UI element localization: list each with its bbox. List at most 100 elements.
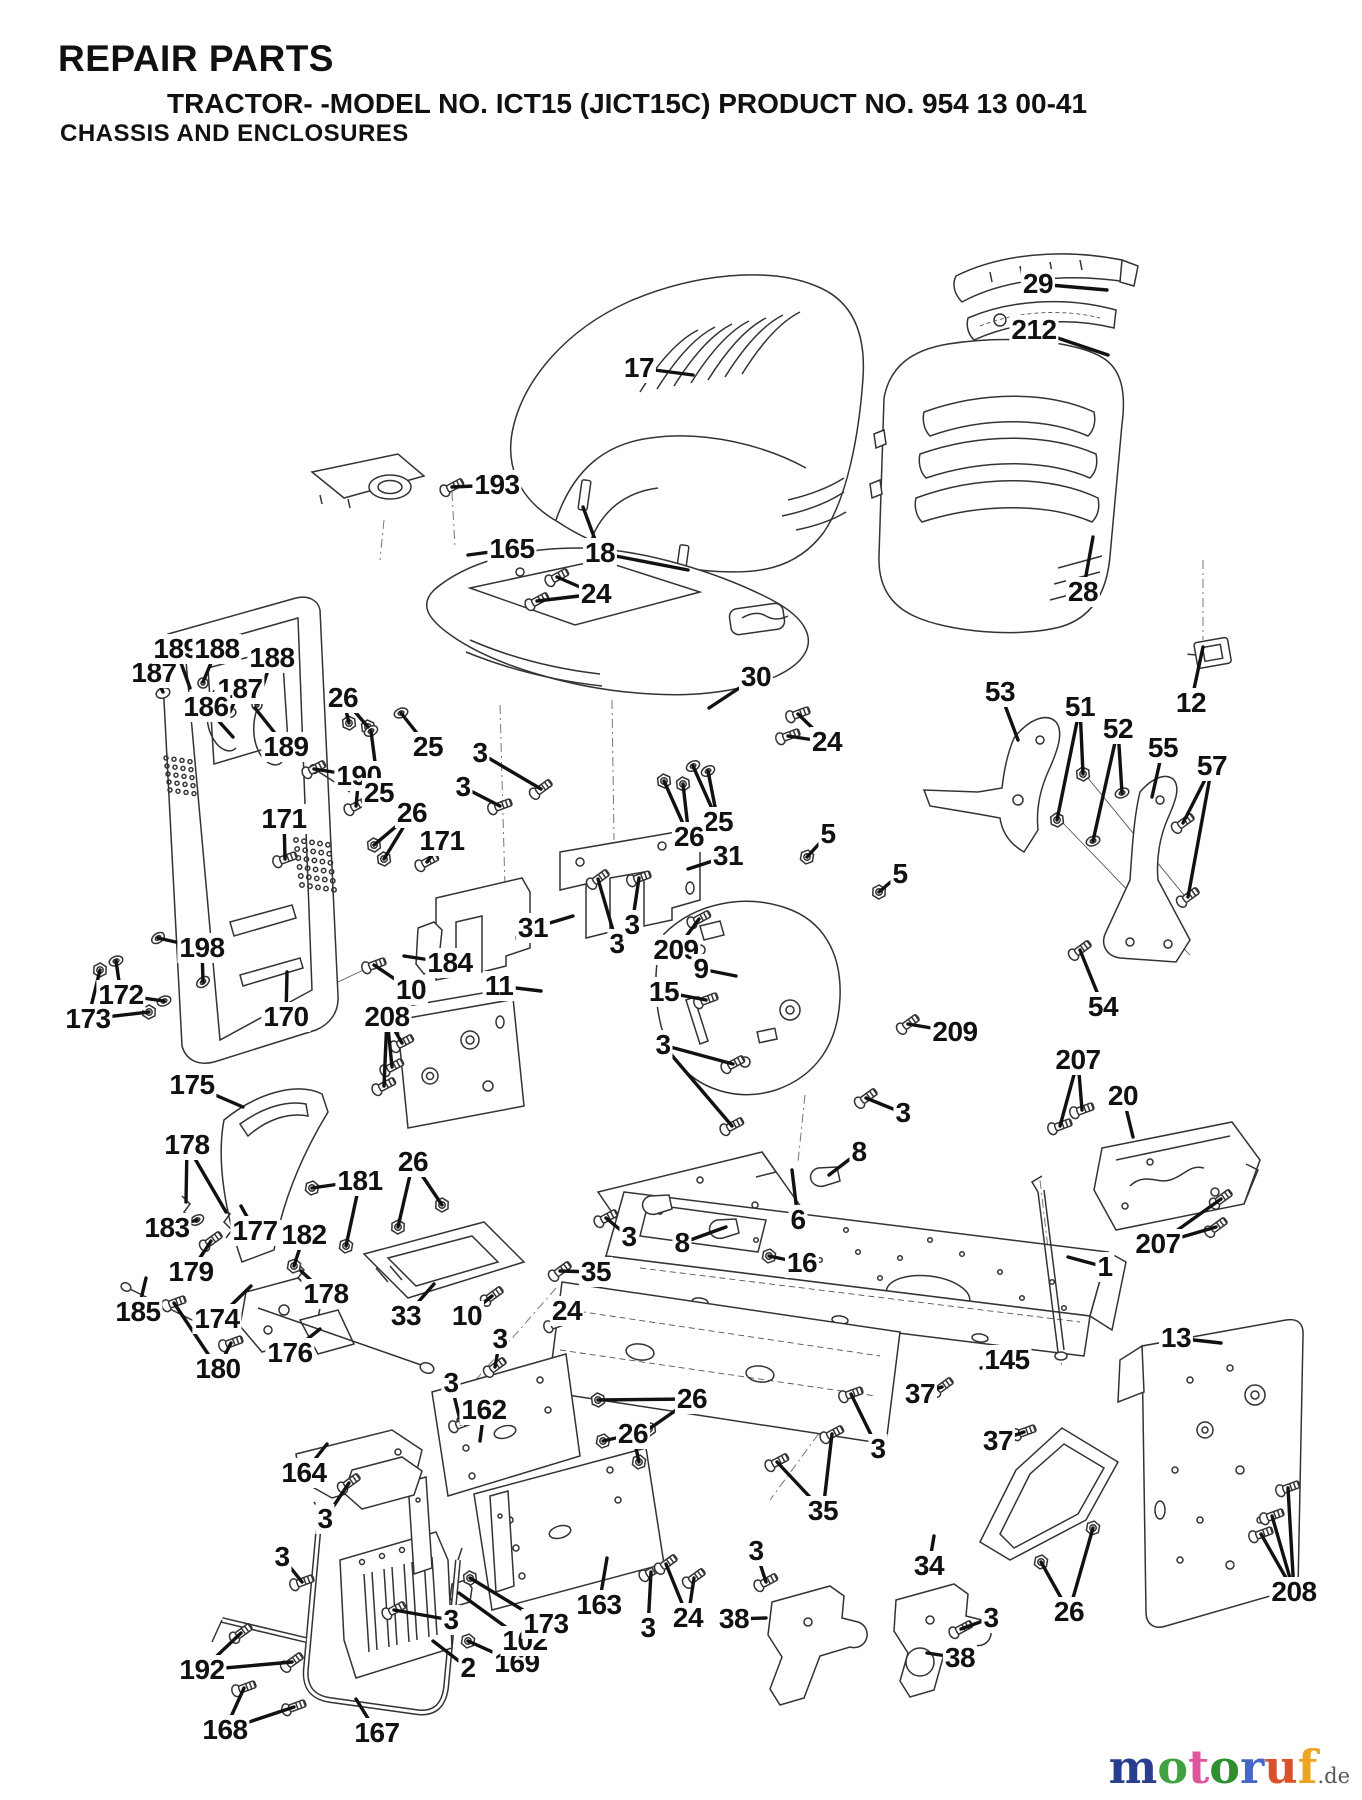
- side-panel-part-162: [431, 1353, 581, 1497]
- callout-193-5: 193: [472, 469, 522, 500]
- bolt-glyph: [487, 798, 513, 816]
- callout-175-52: 175: [167, 1069, 217, 1100]
- bracket-part-38-left: [767, 1585, 868, 1706]
- callout-178-77: 178: [301, 1278, 351, 1309]
- hood-part-17: [510, 274, 865, 577]
- callout-164-92: 164: [279, 1457, 329, 1488]
- watermark-letter: u: [1264, 1740, 1298, 1794]
- motoruf-watermark: motoruf.de: [1109, 1744, 1350, 1790]
- callout-188-22: 188: [247, 642, 297, 673]
- callout-10-46: 10: [393, 974, 429, 1005]
- callout-180-82: 180: [193, 1353, 243, 1384]
- callout-18-7: 18: [582, 537, 618, 568]
- callout-186-24: 186: [181, 691, 231, 722]
- bolt-glyph: [371, 1077, 397, 1097]
- bolt-glyph: [389, 1034, 415, 1054]
- callout-3-107: 3: [746, 1535, 766, 1566]
- bolt-glyph: [1170, 813, 1195, 834]
- tray-part-165: [310, 453, 426, 509]
- callout-8-58: 8: [849, 1136, 869, 1167]
- callout-179-78: 179: [166, 1256, 216, 1287]
- bolt-glyph: [1069, 1102, 1095, 1120]
- side-panel-part-163: [473, 1447, 665, 1611]
- callout-31-37: 31: [710, 840, 746, 871]
- callout-35-86: 35: [805, 1495, 841, 1526]
- bolt-glyph: [361, 957, 387, 975]
- callout-12-4: 12: [1173, 687, 1209, 718]
- callout-35-63: 35: [578, 1256, 614, 1287]
- bolt-glyph: [719, 1117, 745, 1137]
- callout-3-39: 3: [607, 928, 627, 959]
- bolt-glyph: [379, 1058, 405, 1078]
- bolt-glyph: [720, 1055, 746, 1075]
- watermark-letter: o: [1157, 1740, 1189, 1794]
- bracket-part-164: [295, 1429, 423, 1510]
- watermark-suffix: .de: [1317, 1764, 1350, 1788]
- leader-line-3: [478, 751, 543, 791]
- callout-3-62: 3: [619, 1221, 639, 1252]
- callout-192-96: 192: [177, 1654, 227, 1685]
- callout-185-79: 185: [113, 1296, 163, 1327]
- callout-30-9: 30: [738, 661, 774, 692]
- callout-3-94: 3: [272, 1541, 292, 1572]
- callout-171-32: 171: [417, 825, 467, 856]
- callout-171-31: 171: [259, 803, 309, 834]
- watermark-letter: f: [1297, 1740, 1318, 1794]
- bolt-glyph: [764, 1453, 790, 1473]
- callout-189-25: 189: [261, 731, 311, 762]
- callout-31-38: 31: [515, 912, 551, 943]
- callout-3-34: 3: [453, 771, 473, 802]
- callout-37-69: 37: [902, 1378, 938, 1409]
- leader-line-51: [1055, 705, 1082, 822]
- bracket-part-53: [922, 717, 1061, 854]
- callout-163-103: 163: [574, 1589, 624, 1620]
- watermark-letter: o: [1209, 1740, 1240, 1794]
- callout-25-29: 25: [361, 777, 397, 808]
- watermark-letter: r: [1239, 1740, 1265, 1794]
- leader-line-3: [661, 1043, 734, 1128]
- callout-173-102: 173: [521, 1608, 571, 1639]
- callout-26-71: 26: [395, 1146, 431, 1177]
- callout-24-10: 24: [809, 726, 845, 757]
- callout-37-70: 37: [980, 1425, 1016, 1456]
- callout-15-43: 15: [646, 976, 682, 1007]
- callout-3-57: 3: [893, 1097, 913, 1128]
- console-part-30: [425, 547, 810, 696]
- callout-182-76: 182: [279, 1219, 329, 1250]
- callout-3-33: 3: [470, 737, 490, 768]
- callout-26-91: 26: [615, 1418, 651, 1449]
- callout-24-105: 24: [670, 1602, 706, 1633]
- callout-3-53: 3: [653, 1029, 673, 1060]
- callout-176-81: 176: [265, 1337, 315, 1368]
- callout-170-51: 170: [261, 1001, 311, 1032]
- callout-26-30: 26: [394, 797, 430, 828]
- callout-207-55: 207: [1053, 1044, 1103, 1075]
- leader-line-208: [1286, 1486, 1296, 1594]
- bumper-frame-167-192: [211, 1501, 463, 1716]
- bolt-glyph: [528, 779, 553, 800]
- leader-line-3: [661, 1043, 735, 1066]
- callout-145-68: 145: [982, 1344, 1032, 1375]
- callout-3-95: 3: [441, 1604, 461, 1635]
- bolt-glyph: [289, 1574, 315, 1592]
- callout-188-21: 188: [192, 633, 242, 664]
- callout-13-67: 13: [1158, 1322, 1194, 1353]
- callout-24-64: 24: [549, 1295, 585, 1326]
- callout-209-54: 209: [930, 1016, 980, 1047]
- callout-172-49: 172: [96, 979, 146, 1010]
- callout-3-104: 3: [638, 1612, 658, 1643]
- callout-51-12: 51: [1062, 691, 1098, 722]
- bolt-glyph: [272, 851, 298, 869]
- callout-3-40: 3: [622, 909, 642, 940]
- leader-line-57: [1186, 764, 1214, 899]
- callout-29-1: 29: [1020, 268, 1056, 299]
- callout-55-14: 55: [1145, 732, 1181, 763]
- callout-3-93: 3: [315, 1503, 335, 1534]
- callout-3-87: 3: [490, 1323, 510, 1354]
- link-part-145: [1030, 1175, 1068, 1361]
- bracket-part-31-right: [559, 829, 701, 939]
- dash-perforations-small: [163, 755, 197, 797]
- callout-54-18: 54: [1085, 991, 1121, 1022]
- callout-53-11: 53: [982, 676, 1018, 707]
